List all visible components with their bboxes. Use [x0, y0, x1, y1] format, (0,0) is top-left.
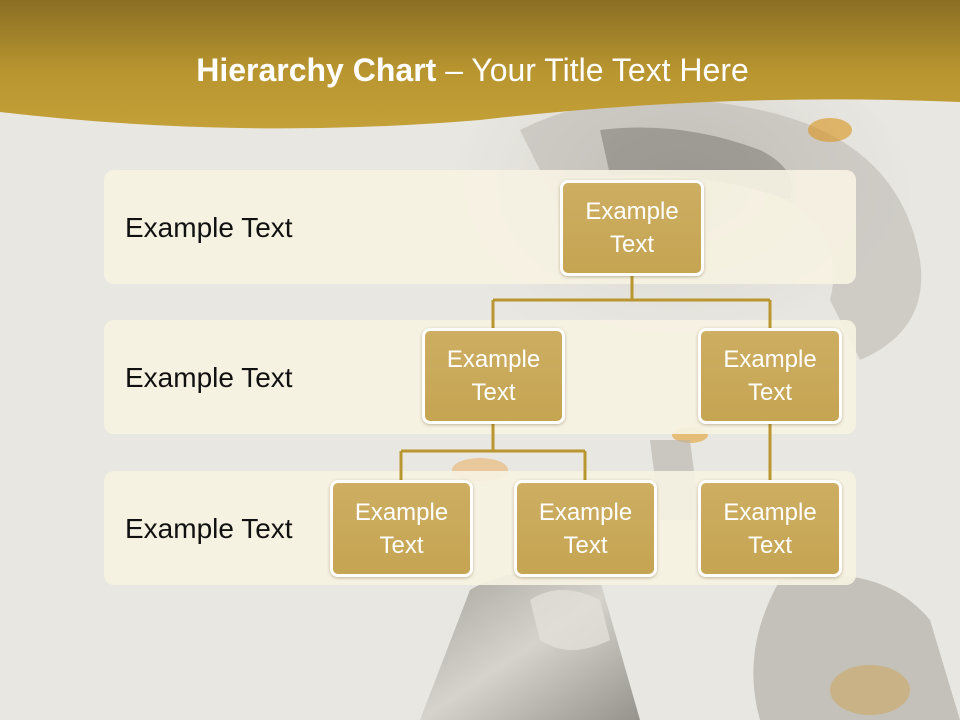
title-separator: – — [436, 52, 472, 88]
node-level2-right[interactable]: Example Text — [698, 328, 842, 424]
node-root[interactable]: Example Text — [560, 180, 704, 276]
node-level2-left-label: Example Text — [446, 346, 541, 406]
node-level2-left[interactable]: Example Text — [422, 328, 565, 424]
node-level3-a[interactable]: Example Text — [330, 480, 473, 577]
row-label-2: Example Text — [125, 362, 293, 393]
title-bold: Hierarchy Chart — [196, 52, 437, 88]
node-level3-a-label: Example Text — [354, 498, 449, 559]
row-band-1 — [104, 170, 856, 284]
node-level3-c-label: Example Text — [723, 498, 817, 559]
node-level3-c[interactable]: Example Text — [698, 480, 842, 577]
row-label-1: Example Text — [125, 212, 293, 243]
header-band — [0, 0, 960, 129]
row-label-3: Example Text — [125, 513, 293, 544]
node-root-label: Example Text — [585, 198, 679, 258]
slide-title: Hierarchy Chart – Your Title Text Here — [0, 52, 945, 89]
node-level3-b-label: Example Text — [538, 498, 633, 559]
title-regular: Your Title Text Here — [471, 52, 749, 88]
node-level2-right-label: Example Text — [723, 346, 817, 406]
node-level3-b[interactable]: Example Text — [514, 480, 657, 577]
